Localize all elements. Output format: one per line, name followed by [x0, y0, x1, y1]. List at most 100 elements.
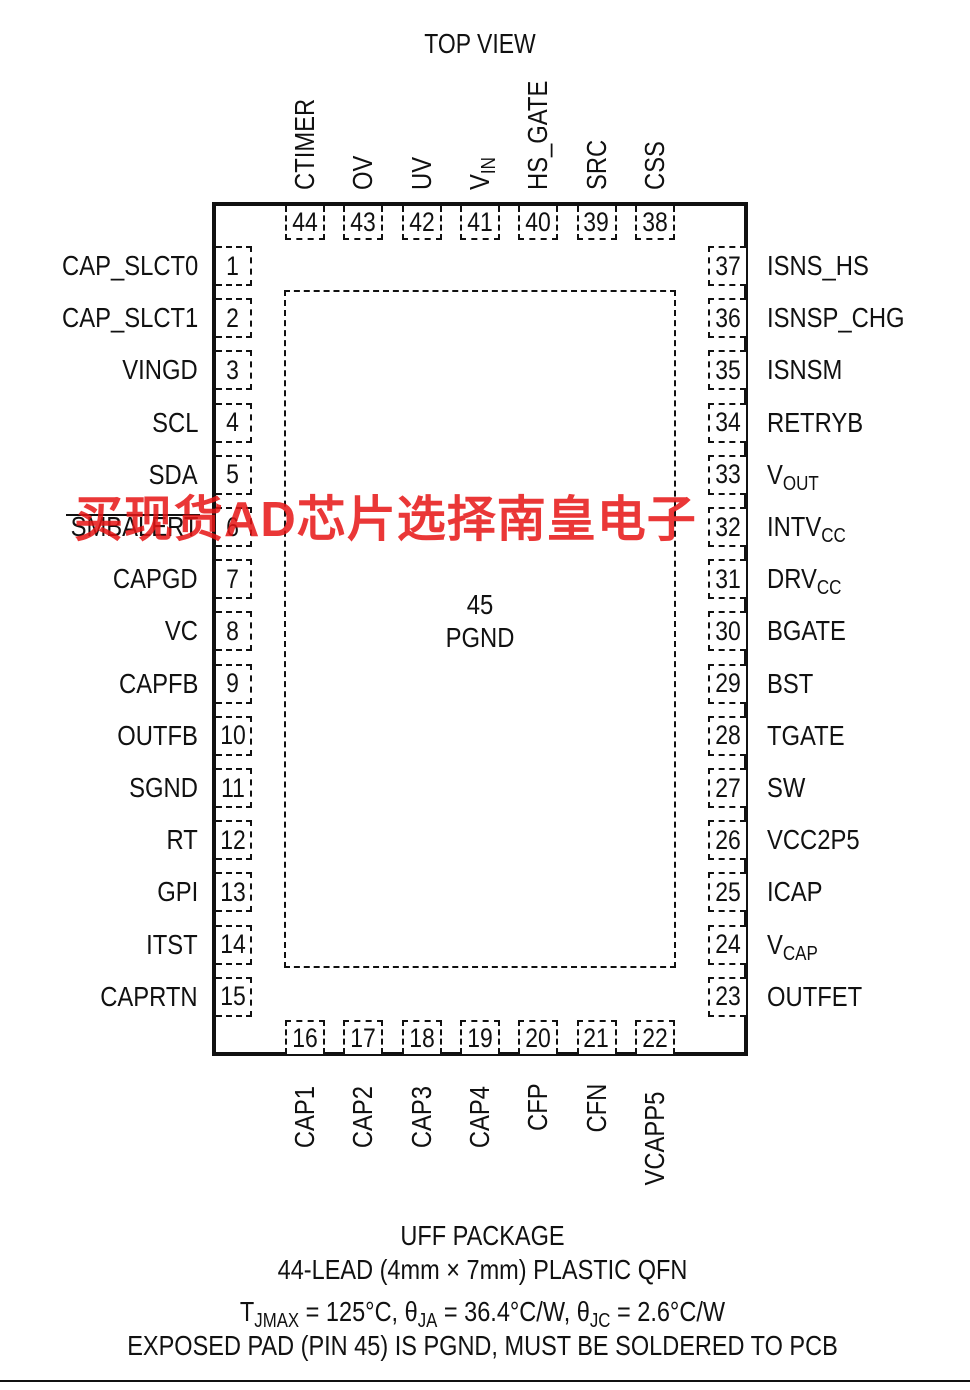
pin-36-label: ISNSP_CHG — [767, 302, 905, 334]
pin-34-label: RETRYB — [767, 406, 864, 438]
pin-18-pad: 18 — [401, 1020, 442, 1054]
exposed-pad-label: 45 PGND — [395, 588, 565, 654]
exposed-pad — [284, 290, 676, 968]
pin-19-pad: 19 — [459, 1020, 500, 1054]
pin-35-pad: 35 — [708, 350, 746, 391]
pin-37-label: ISNS_HS — [767, 250, 869, 281]
pin-31-label: DRVCC — [767, 563, 842, 600]
pin-41-pad: 41 — [459, 206, 500, 240]
pin-29-pad: 29 — [708, 663, 746, 704]
pin-23-pad: 23 — [708, 976, 746, 1017]
pin-32-label: INTVCC — [767, 511, 846, 547]
pin-42-pad: 42 — [401, 206, 442, 240]
diagram-title: TOP VIEW — [424, 28, 536, 59]
pin-4-pad: 4 — [216, 402, 252, 443]
pin-16-label: CAP1 — [289, 1085, 320, 1149]
pin-18-label: CAP3 — [405, 1085, 437, 1149]
package-description: 44-LEAD (4mm × 7mm) PLASTIC QFN — [277, 1254, 688, 1285]
package-name: UFF PACKAGE — [400, 1220, 565, 1251]
bottom-divider — [0, 1380, 970, 1382]
pin-5-pad: 5 — [216, 454, 252, 495]
pin-17-label: CAP2 — [347, 1085, 379, 1149]
pin-44-label: CTIMER — [289, 98, 320, 190]
pin-9-pad: 9 — [216, 663, 252, 704]
pin-9-label: CAPFB — [118, 667, 198, 699]
pin-20-pad: 20 — [518, 1020, 559, 1054]
pin-14-pad: 14 — [216, 924, 252, 965]
pin-41-label: VIN — [463, 157, 500, 190]
pin-24-label: VCAP — [767, 928, 818, 965]
exposed-pad-note: EXPOSED PAD (PIN 45) IS PGND, MUST BE SO… — [127, 1330, 838, 1361]
pin-35-label: ISNSM — [767, 354, 843, 386]
pin-2-pad: 2 — [216, 298, 252, 339]
pin-1-label: CAP_SLCT0 — [61, 250, 198, 281]
pin-27-label: SW — [767, 772, 806, 803]
pin-28-label: TGATE — [767, 719, 845, 751]
pin-38-pad: 38 — [634, 206, 675, 240]
pin-8-label: VC — [164, 615, 198, 647]
pin-7-label: CAPGD — [113, 563, 198, 595]
pin-32-pad: 32 — [708, 507, 746, 547]
pin-25-label: ICAP — [767, 876, 823, 908]
pin-12-label: RT — [166, 824, 198, 856]
exposed-pad-number: 45 — [466, 589, 494, 620]
pin-14-label: ITST — [146, 928, 198, 960]
pin-11-pad: 11 — [216, 768, 252, 808]
pin-5-label: SDA — [149, 458, 198, 490]
pin-1-pad: 1 — [216, 246, 252, 286]
pin-30-label: BGATE — [767, 615, 846, 647]
pin-12-pad: 12 — [216, 820, 252, 861]
pin-37-pad: 37 — [708, 246, 746, 286]
pin-30-pad: 30 — [708, 611, 746, 652]
pin-39-pad: 39 — [576, 206, 617, 240]
pin-6-pad: 6 — [216, 507, 252, 547]
pin-27-pad: 27 — [708, 768, 746, 808]
pin-6-label: SMBALERT — [70, 511, 198, 542]
pin-42-label: UV — [405, 156, 437, 190]
pin-10-pad: 10 — [216, 715, 252, 756]
pin-26-pad: 26 — [708, 820, 746, 861]
pin-29-label: BST — [767, 667, 814, 699]
pin-15-pad: 15 — [216, 976, 252, 1017]
pin-16-pad: 16 — [285, 1020, 325, 1054]
pin-26-label: VCC2P5 — [767, 824, 860, 856]
pin-39-label: SRC — [580, 139, 612, 190]
pin-19-label: CAP4 — [463, 1085, 495, 1149]
pin-31-pad: 31 — [708, 559, 746, 600]
pin-8-pad: 8 — [216, 611, 252, 652]
exposed-pad-name: PGND — [445, 622, 515, 653]
pin-13-label: GPI — [157, 876, 198, 908]
pin-43-label: OV — [347, 155, 379, 190]
pin-4-label: SCL — [151, 406, 198, 438]
pin-36-pad: 36 — [708, 298, 746, 339]
pin-34-pad: 34 — [708, 402, 746, 443]
pin-43-pad: 43 — [343, 206, 384, 240]
pin-10-label: OUTFB — [117, 719, 198, 751]
pin-25-pad: 25 — [708, 872, 746, 913]
pin-28-pad: 28 — [708, 715, 746, 756]
pin-21-label: CFN — [580, 1083, 612, 1133]
pin-17-pad: 17 — [343, 1020, 384, 1054]
watermark-text: 买现货AD芯片选择南皇电子 — [74, 493, 697, 547]
thermal-specs: TJMAX = 125°C, θJA = 36.4°C/W, θJC = 2.6… — [239, 1296, 726, 1332]
pin-13-pad: 13 — [216, 872, 252, 913]
pin-40-pad: 40 — [518, 206, 559, 240]
pin-22-pad: 22 — [634, 1020, 675, 1054]
pin-11-label: SGND — [129, 772, 198, 803]
pin-20-label: CFP — [522, 1083, 554, 1131]
pin-22-label: VCAPP5 — [638, 1091, 670, 1186]
pin-44-pad: 44 — [285, 206, 325, 240]
pin-15-label: CAPRTN — [100, 980, 198, 1012]
smbalert-overbar — [66, 514, 200, 516]
pin-33-label: VOUT — [767, 458, 819, 495]
pin-3-pad: 3 — [216, 350, 252, 391]
pin-24-pad: 24 — [708, 924, 746, 965]
pin-2-label: CAP_SLCT1 — [61, 302, 198, 334]
pin-23-label: OUTFET — [767, 980, 863, 1012]
pin-3-label: VINGD — [122, 354, 198, 386]
pin-38-label: CSS — [638, 141, 670, 190]
ic-package-body — [212, 202, 748, 1056]
pin-40-label: HS_GATE — [522, 80, 554, 190]
pin-7-pad: 7 — [216, 559, 252, 600]
pin-33-pad: 33 — [708, 454, 746, 495]
